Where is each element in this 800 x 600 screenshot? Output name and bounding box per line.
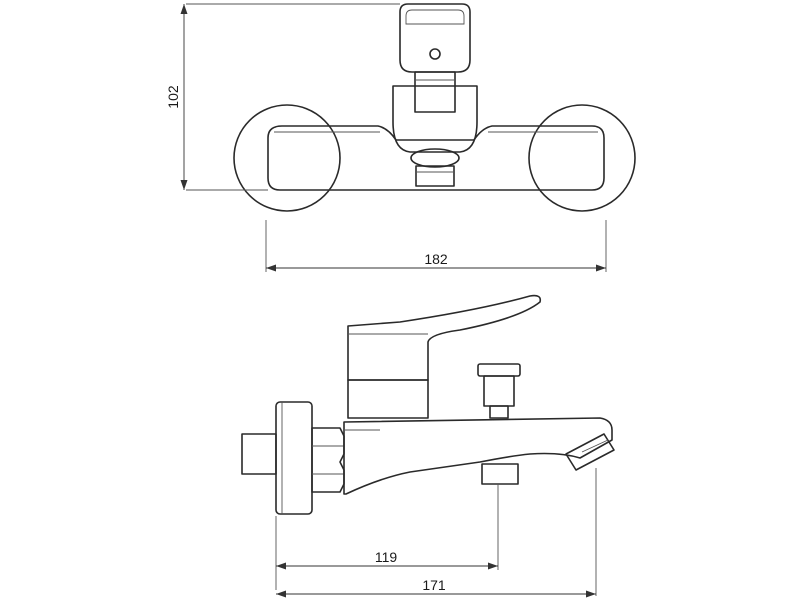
outlet-depth-label: 119 — [375, 549, 398, 565]
right-escutcheon-circle — [528, 104, 636, 212]
top-lever-inner — [405, 9, 465, 25]
outlet-arrow-right — [488, 562, 498, 570]
side-diverter-stem — [483, 375, 515, 407]
top-diverter-ring — [410, 148, 460, 168]
top-spout-nozzle — [415, 165, 455, 187]
top-lever-outline — [399, 3, 471, 73]
side-cartridge-body — [347, 379, 429, 419]
side-view: 119 171 — [241, 294, 615, 598]
outlet-arrow-left — [276, 562, 286, 570]
width-arrow-left — [266, 264, 276, 272]
top-cartridge-stem — [414, 71, 456, 113]
total-arrow-left — [276, 590, 286, 598]
side-spout-outlet — [565, 433, 615, 471]
total-depth-label: 171 — [422, 577, 446, 593]
side-outlet-line — [581, 439, 609, 453]
side-inlet-stub — [241, 433, 277, 475]
left-escutcheon-circle — [233, 104, 341, 212]
side-spout-body — [343, 417, 613, 495]
side-lever-handle — [347, 294, 542, 381]
total-arrow-right — [586, 590, 596, 598]
top-cartridge-housing — [392, 85, 478, 153]
side-hex-connector — [311, 427, 345, 493]
width-dimension-label: 182 — [424, 251, 448, 267]
side-bottom-nozzle — [481, 463, 519, 485]
width-arrow-right — [596, 264, 606, 272]
top-lever-hole — [429, 48, 441, 60]
height-dimension-label: 102 — [165, 85, 181, 109]
height-arrow-top — [180, 4, 188, 14]
side-diverter-base — [489, 405, 509, 419]
side-wall-flange — [275, 401, 313, 515]
top-body-bar — [267, 125, 605, 191]
top-view: 102 182 — [165, 3, 636, 272]
height-arrow-bottom — [180, 180, 188, 190]
side-diverter-knob — [477, 363, 521, 377]
